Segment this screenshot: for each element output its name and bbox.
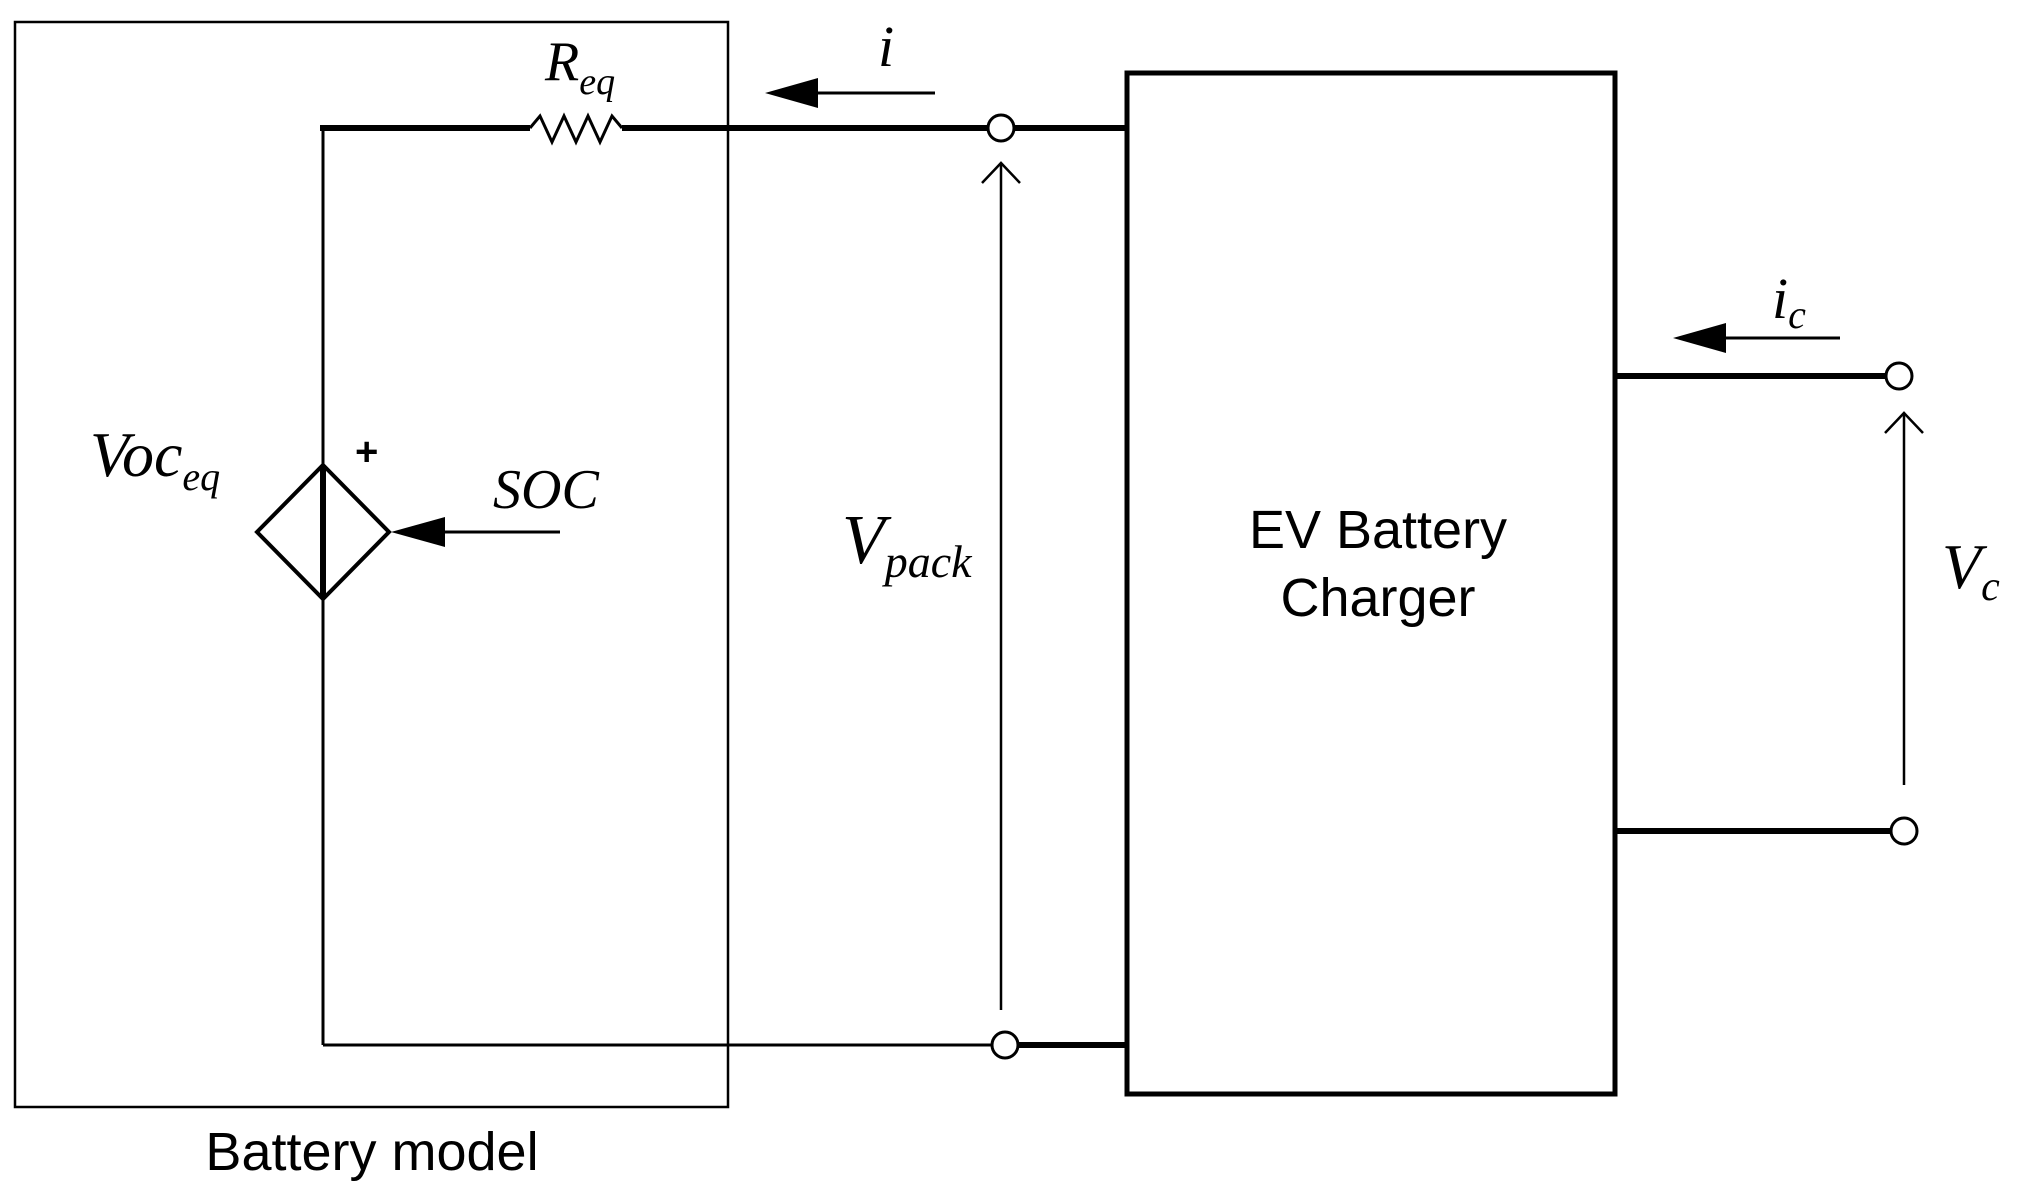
vc-arrow-head: [1884, 411, 1924, 434]
battery-model-caption: Battery model: [205, 1122, 538, 1182]
vpack-arrow-head: [981, 161, 1021, 184]
req-label: Req: [544, 31, 615, 103]
vpack-label: Vpack: [842, 502, 973, 587]
resistor-req: [528, 112, 624, 146]
terminal-bottom-pack: [990, 1030, 1020, 1060]
charger-box: [1124, 70, 1618, 1097]
current-i-arrow-head: [765, 78, 818, 108]
voc-label: Voceq: [90, 419, 220, 499]
current-ic-label: ic: [1772, 266, 1806, 337]
vc-label: Vc: [1942, 531, 2000, 610]
charger-label-line2: Charger: [1280, 568, 1475, 628]
soc-arrow-head: [391, 517, 445, 547]
terminal-top-pack: [986, 113, 1016, 143]
soc-label: SOC: [493, 459, 599, 521]
battery-model-box: [13, 20, 730, 1109]
current-i-label: i: [878, 14, 894, 79]
charger-label-line1: EV Battery: [1249, 500, 1507, 560]
terminal-bottom-charger: [1889, 816, 1919, 846]
current-ic-arrow-head: [1673, 323, 1726, 353]
plus-sign: +: [355, 430, 378, 474]
terminal-top-charger: [1884, 361, 1914, 391]
top-wire-left: [320, 125, 530, 131]
